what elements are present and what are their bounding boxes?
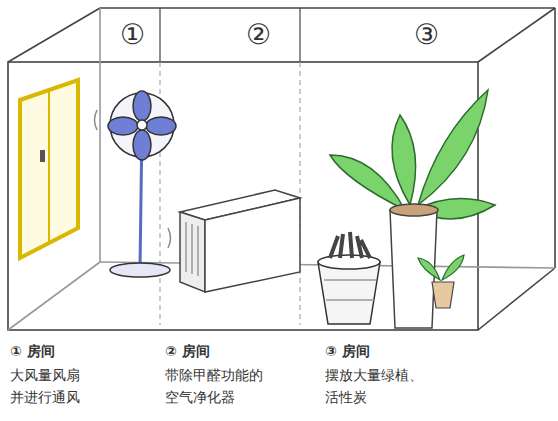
room-description: 摆放大量绿植、 活性炭 [325,364,426,408]
front-face [8,62,478,330]
room-description: 大风量风扇 并进行通风 [10,364,83,408]
box-edge [8,8,100,62]
room-box [8,8,555,330]
back-edge [100,7,555,9]
divider [159,8,160,62]
charcoal-basket [318,232,380,324]
air-purifier [180,190,300,292]
box-edge [478,8,555,62]
callout-number: ② [246,18,271,52]
callout-number: ① [120,18,145,52]
divider [299,8,300,62]
room-description: 带除甲醛功能的 空气净化器 [165,364,266,408]
small-plant [418,255,464,308]
room-heading: ① 房间 [10,340,55,362]
room-heading: ③ 房间 [325,340,370,362]
fan [95,91,177,277]
box-edge [478,268,555,330]
tall-plant [330,90,495,328]
back-edge [554,8,556,268]
floor-edge [8,262,100,330]
dividers [160,8,300,325]
callout-number: ③ [414,18,439,52]
back-edge [99,8,101,262]
window [20,80,78,258]
room-heading: ② 房间 [165,340,210,362]
divider [299,62,300,325]
